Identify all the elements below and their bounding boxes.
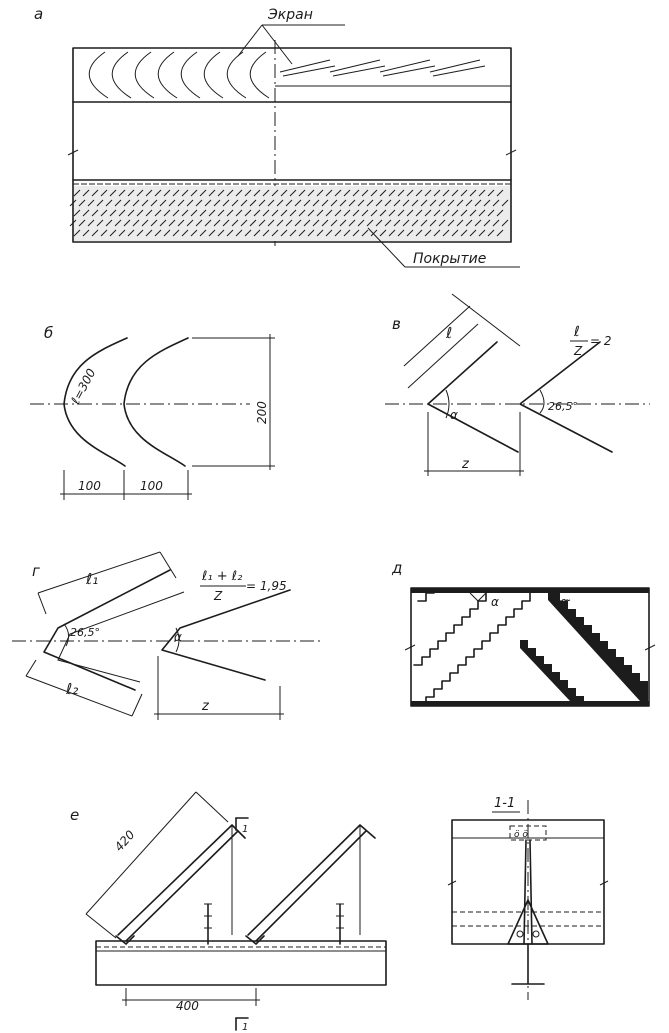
dim-diagonal: 420 xyxy=(112,827,138,854)
coating-layer xyxy=(69,186,510,241)
screen-plate-1 xyxy=(117,824,246,936)
section-i-beam xyxy=(511,943,545,985)
panel-a-letter: а xyxy=(34,5,43,23)
angle-alpha-v: α xyxy=(450,408,458,422)
side-length-l: ℓ xyxy=(445,324,452,342)
chevron-plate-1 xyxy=(427,341,519,453)
panel-b: б ℓ=300 100 100 200 xyxy=(30,324,275,500)
base-beam xyxy=(95,940,387,986)
stair-solid-2 xyxy=(520,640,584,701)
panel-b-letter: б xyxy=(44,324,53,342)
ratio-z-v: Z xyxy=(573,344,583,358)
dim-z-g: z xyxy=(201,699,210,714)
dim-width-1: 100 xyxy=(78,479,101,493)
dim-width-2: 100 xyxy=(140,479,163,493)
zigzag-plates xyxy=(279,59,486,77)
curved-plate-1 xyxy=(63,337,128,467)
ratio-value-v: = 2 xyxy=(590,334,612,348)
panel-g: г ℓ₁ ℓ₂ 26,5° α ℓ₁ + ℓ₂ Z = 1,95 z xyxy=(12,551,322,720)
dim-height: 200 xyxy=(255,401,269,424)
panel-e: е 420 xyxy=(70,791,609,1033)
svg-text:ö ö: ö ö xyxy=(514,830,528,840)
dim-span: 400 xyxy=(176,999,199,1013)
stair-line-2 xyxy=(425,592,531,702)
panel-v: в ℓ α 26,5° ℓ Z = 2 z xyxy=(385,293,650,476)
section-title: 1-1 xyxy=(494,796,515,811)
dim-z-v: z xyxy=(461,457,470,472)
ratio-l-v: ℓ xyxy=(573,324,580,340)
section-mark-top: 1 xyxy=(242,824,248,835)
angle-value-v: 26,5° xyxy=(548,400,578,413)
section-mark-bottom: 1 xyxy=(242,1022,248,1033)
angle-alpha-g: α xyxy=(174,630,182,644)
bent-plate-2 xyxy=(161,589,291,681)
angle-value-g: 26,5° xyxy=(70,626,100,639)
curved-plates xyxy=(88,51,270,99)
ratio-value-g: = 1,95 xyxy=(246,579,287,593)
chevron-plate-2 xyxy=(519,341,613,453)
panel-e-letter: е xyxy=(70,806,79,824)
curved-plate-2 xyxy=(123,337,189,467)
ratio-l-g: ℓ₁ + ℓ₂ xyxy=(201,569,242,584)
panel-d-letter: д xyxy=(391,559,402,577)
panel-v-letter: в xyxy=(392,315,401,333)
side-l1-g: ℓ₁ xyxy=(85,570,98,588)
label-screen: Экран xyxy=(267,7,313,23)
angle-alpha-d2: α xyxy=(560,595,568,609)
side-l2-g: ℓ₂ xyxy=(65,680,78,698)
label-coating: Покрытие xyxy=(413,251,486,267)
panel-a: а Экран xyxy=(34,5,520,268)
stair-line-1 xyxy=(413,592,487,666)
panel-d: д α α xyxy=(391,559,656,707)
bent-plate-1 xyxy=(43,569,171,691)
panel-g-letter: г xyxy=(32,562,40,580)
curve-length-label: ℓ=300 xyxy=(68,366,99,407)
stair-solid-1 xyxy=(548,593,648,701)
road-section-frame xyxy=(72,47,512,243)
angle-alpha-d1: α xyxy=(491,595,499,609)
post-1 xyxy=(204,903,212,945)
post-2 xyxy=(336,903,344,945)
ratio-z-g: Z xyxy=(213,589,223,603)
